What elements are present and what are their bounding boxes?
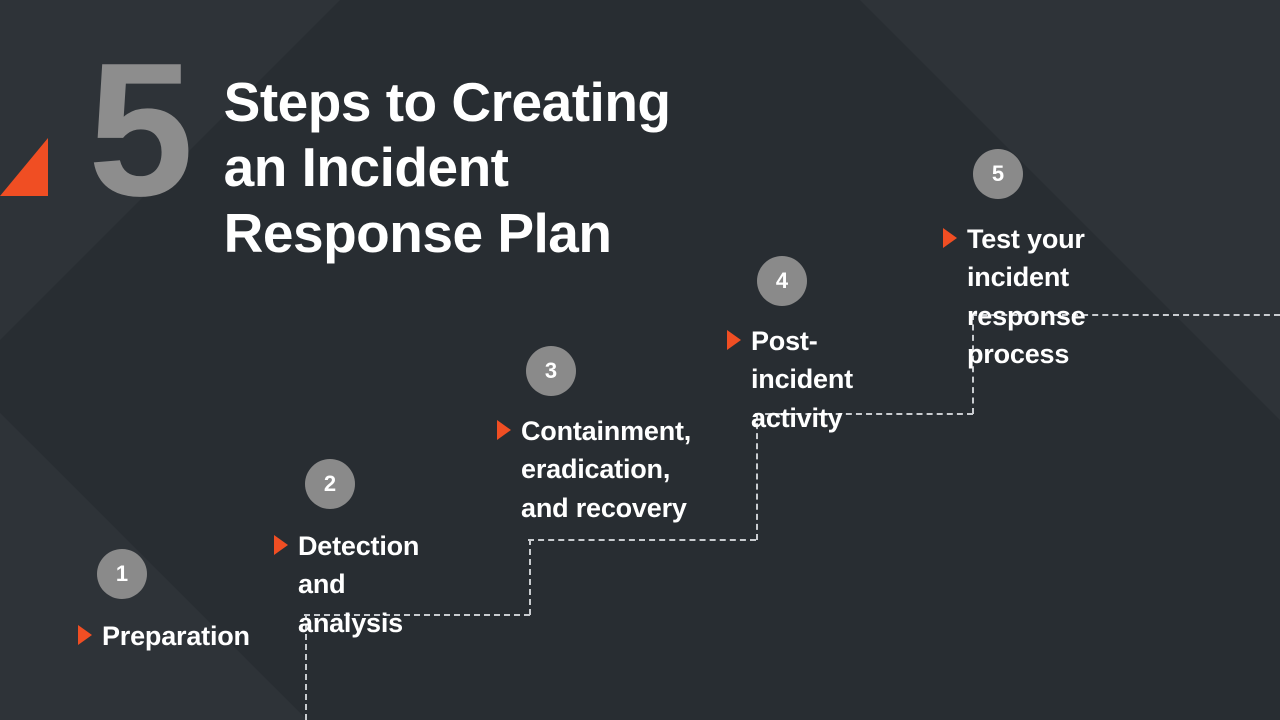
staircase-riser-2 <box>529 539 531 615</box>
triangle-right-icon <box>727 330 741 350</box>
step-4-body: Post-incident activity <box>727 322 853 437</box>
staircase-tread-4 <box>971 314 1280 316</box>
step-2-badge: 2 <box>305 459 355 509</box>
step-2-number: 2 <box>323 471 337 496</box>
staircase-tread-1 <box>304 614 530 616</box>
headline-line-3: Response Plan <box>223 201 612 264</box>
triangle-right-icon <box>274 535 288 555</box>
step-4-label: Post-incident activity <box>751 326 853 433</box>
step-4-number: 4 <box>775 268 789 293</box>
step-3-badge: 3 <box>526 346 576 396</box>
step-1-badge: 1 <box>97 549 147 599</box>
triangle-right-icon <box>497 420 511 440</box>
staircase-riser-1 <box>305 614 307 720</box>
step-1-number: 1 <box>115 561 129 586</box>
staircase-tread-3 <box>755 413 973 415</box>
staircase-riser-3 <box>756 413 758 540</box>
step-1-body: Preparation <box>78 617 250 655</box>
step-3-number: 3 <box>544 358 558 383</box>
step-1-label: Preparation <box>102 621 250 651</box>
step-4-badge: 4 <box>757 256 807 306</box>
triangle-right-icon <box>78 625 92 645</box>
step-5-body: Test your incident response process <box>943 220 1086 373</box>
step-5-badge: 5 <box>973 149 1023 199</box>
page-title: Steps to Creating an Incident Response P… <box>224 56 671 266</box>
step-5-number: 5 <box>991 161 1005 186</box>
step-2-label: Detection and analysis <box>298 531 420 638</box>
headline-block: 5 Steps to Creating an Incident Response… <box>88 24 671 266</box>
headline-line-1: Steps to Creating <box>223 71 671 133</box>
triangle-right-icon <box>943 228 957 248</box>
step-3-body: Containment, eradication, and recovery <box>497 412 691 527</box>
corner-accent-triangle-icon <box>0 138 48 196</box>
big-number: 5 <box>88 24 194 236</box>
background-diagonal-band-light <box>0 300 501 720</box>
step-3-label: Containment, eradication, and recovery <box>521 416 692 523</box>
step-2-body: Detection and analysis <box>274 527 419 642</box>
staircase-tread-2 <box>528 539 756 541</box>
staircase-riser-4 <box>972 314 974 414</box>
headline-line-2: an Incident <box>223 136 509 199</box>
step-5-label: Test your incident response process <box>967 224 1086 369</box>
